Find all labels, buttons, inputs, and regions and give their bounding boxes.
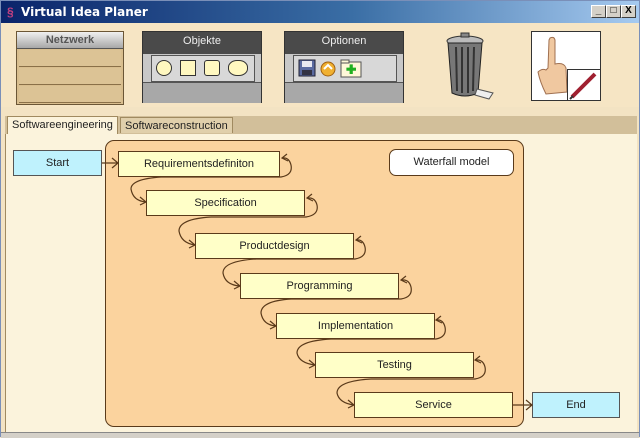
- objekte-panel: Objekte: [142, 31, 262, 103]
- title-bar[interactable]: § Virtual Idea Planer _ □ X: [1, 1, 639, 23]
- case-base: [143, 82, 261, 103]
- rounded-square-shape-icon[interactable]: [204, 60, 220, 76]
- step-node[interactable]: Specification: [146, 190, 305, 216]
- optionen-label: Optionen: [285, 32, 403, 54]
- load-icon[interactable]: [318, 59, 338, 79]
- step-node[interactable]: Productdesign: [195, 233, 354, 259]
- tab-bar: Softwareengineering Softwareconstruction: [5, 116, 637, 135]
- save-icon[interactable]: [298, 59, 316, 77]
- cloud-shape-icon[interactable]: [228, 60, 248, 76]
- step-node[interactable]: Testing: [315, 352, 474, 378]
- status-bar: [1, 432, 639, 438]
- objekte-label: Objekte: [143, 32, 261, 54]
- netzwerk-slot[interactable]: [19, 86, 121, 103]
- app-icon: §: [7, 5, 14, 19]
- netzwerk-label: Netzwerk: [17, 32, 123, 49]
- step-node[interactable]: Requirementsdefiniton: [118, 151, 280, 177]
- group-label[interactable]: Waterfall model: [389, 149, 514, 176]
- netzwerk-slot[interactable]: [19, 50, 121, 67]
- square-shape-icon[interactable]: [180, 60, 196, 76]
- start-node[interactable]: Start: [13, 150, 102, 176]
- tab-softwareengineering[interactable]: Softwareengineering: [7, 116, 118, 135]
- optionen-panel: Optionen: [284, 31, 404, 103]
- tab-softwareconstruction[interactable]: Softwareconstruction: [120, 117, 233, 133]
- new-folder-icon[interactable]: [340, 58, 362, 78]
- pencil-tool[interactable]: [567, 69, 600, 100]
- optionen-tray: [293, 55, 397, 82]
- window-title: Virtual Idea Planer: [21, 5, 148, 19]
- step-node[interactable]: Service: [354, 392, 513, 418]
- pencil-icon: [569, 72, 597, 100]
- trash-can-icon[interactable]: [441, 31, 497, 101]
- maximize-button[interactable]: □: [606, 5, 621, 18]
- circle-shape-icon[interactable]: [156, 60, 172, 76]
- netzwerk-slot[interactable]: [19, 68, 121, 85]
- netzwerk-panel[interactable]: Netzwerk: [16, 31, 124, 105]
- objekte-tray: [151, 55, 255, 82]
- minimize-button[interactable]: _: [591, 5, 606, 18]
- close-button[interactable]: X: [621, 5, 636, 18]
- step-node[interactable]: Implementation: [276, 313, 435, 339]
- pointer-hand-icon[interactable]: [534, 34, 574, 98]
- case-base: [285, 82, 403, 103]
- tool-selector[interactable]: [531, 31, 601, 101]
- end-node[interactable]: End: [532, 392, 620, 418]
- step-node[interactable]: Programming: [240, 273, 399, 299]
